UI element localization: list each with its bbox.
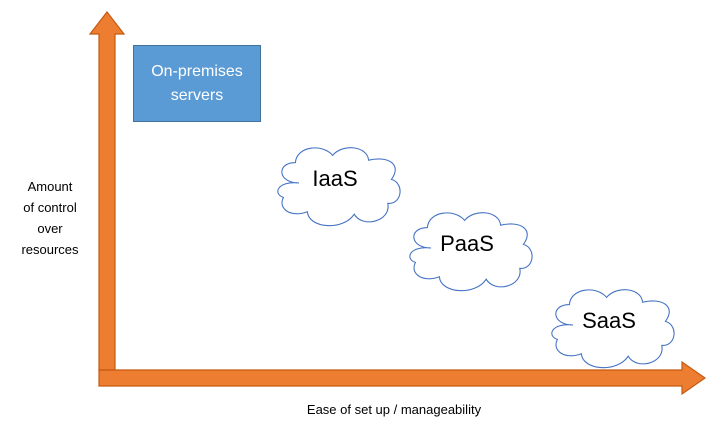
x-axis-arrow bbox=[98, 360, 707, 396]
on-premises-label-line-1: On-premises bbox=[151, 62, 243, 80]
y-axis-label-line-3: over bbox=[37, 221, 63, 236]
y-axis-arrow bbox=[88, 11, 126, 371]
y-axis-label-line-2: of control bbox=[23, 200, 77, 215]
iaas-label: IaaS bbox=[312, 166, 358, 191]
on-premises-label-line-2: servers bbox=[170, 86, 224, 104]
y-axis-label-line-4: resources bbox=[21, 242, 79, 257]
y-axis-label-line-1: Amount bbox=[27, 179, 73, 194]
on-premises-servers-box: On-premises servers bbox=[133, 45, 261, 122]
y-axis-label: Amount of control over resources bbox=[8, 176, 92, 260]
saas-label: SaaS bbox=[582, 308, 636, 333]
paas-label: PaaS bbox=[440, 231, 494, 256]
x-axis-label: Ease of set up / manageability bbox=[306, 402, 482, 417]
